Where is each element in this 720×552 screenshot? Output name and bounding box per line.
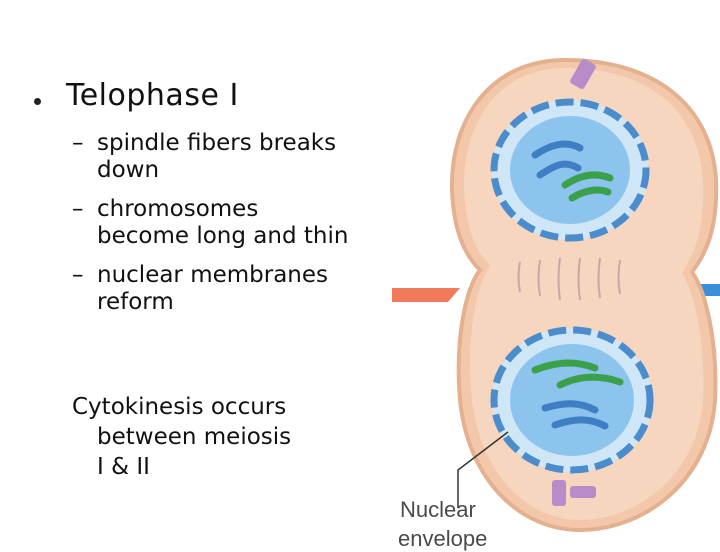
bullet-line: down: [97, 157, 160, 183]
figure-label: Nuclear: [400, 497, 476, 522]
bullet-dash: –: [72, 262, 84, 288]
bullet-line: spindle fibers breaks: [97, 130, 337, 156]
bullet-item: – nuclear membranes reform: [72, 262, 402, 316]
bottom-centriole-a: [552, 480, 566, 506]
top-nuclear-envelope: [490, 98, 650, 242]
note-line: I & II: [97, 454, 150, 480]
bullet-line: become long and thin: [97, 223, 349, 249]
bottom-centriole-b: [570, 486, 596, 498]
slide-title: Telophase I: [66, 78, 239, 113]
bullet-dot: [34, 98, 41, 105]
figure-label: envelope: [398, 526, 488, 551]
label-pointer-line: [457, 431, 509, 508]
top-centriole: [570, 58, 596, 90]
bottom-nuclear-envelope: [490, 326, 654, 474]
bullet-line: nuclear membranes: [97, 262, 329, 288]
bullet-line: chromosomes: [97, 196, 259, 222]
bullet-dash: –: [72, 130, 84, 156]
note-line: between meiosis: [97, 424, 292, 450]
note-line: Cytokinesis occurs: [72, 394, 287, 420]
orange-arrow: [392, 288, 460, 302]
slide: Telophase I – spindle fibers breaks down…: [34, 57, 720, 551]
cytokinesis-note: Cytokinesis occurs between meiosis I & I…: [72, 392, 362, 482]
bullet-item: – chromosomes become long and thin: [72, 196, 402, 250]
top-chromosomes: [531, 140, 614, 202]
telophase-cell-illustration: [392, 57, 720, 533]
bottom-chromosomes: [531, 359, 624, 430]
top-nucleoplasm: [510, 116, 630, 224]
bullet-line: reform: [97, 289, 174, 315]
bullet-dash: –: [72, 196, 84, 222]
bullet-item: – spindle fibers breaks down: [72, 130, 402, 184]
spindle-remnants: [517, 257, 621, 301]
